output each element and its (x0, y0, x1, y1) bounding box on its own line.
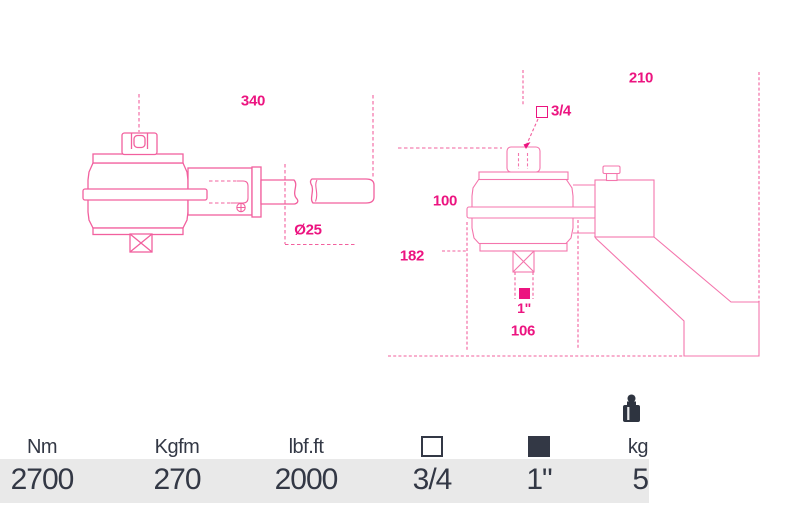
front-view (466, 146, 760, 357)
spec-table-value-band (0, 459, 649, 503)
col-header: Nm (26, 436, 58, 458)
dim-label-100: 100 (432, 192, 458, 210)
col-value: 2000 (274, 463, 339, 496)
col-value: 2700 (10, 463, 75, 496)
front-view-dimension-lines (388, 70, 760, 357)
square-drive-icon (536, 106, 548, 118)
dim-label-drive-3-4: 3/4 (551, 102, 571, 120)
weight-icon (623, 394, 640, 422)
col-value: 1" (526, 463, 552, 496)
dim-label-210: 210 (628, 69, 654, 87)
dim-label-106: 106 (510, 322, 536, 340)
col-value: 270 (153, 463, 201, 496)
col-value: 3/4 (412, 463, 453, 496)
col-value: 5 (632, 463, 649, 496)
filled-square-icon (528, 436, 550, 457)
side-view (82, 132, 375, 253)
dim-label-182: 182 (399, 247, 425, 265)
col-header: Kgfm (154, 436, 200, 458)
side-view-dimension-lines (138, 94, 502, 246)
col-header: kg (627, 436, 649, 458)
dim-label-diameter-25: Ø25 (294, 221, 322, 239)
open-square-icon (421, 436, 443, 457)
leader-arrowhead (523, 142, 531, 149)
dim-label-drive-1in: 1" (517, 300, 531, 316)
one-inch-drive-square (519, 288, 530, 299)
col-header: lbf.ft (288, 436, 324, 458)
dim-label-340: 340 (240, 92, 266, 110)
